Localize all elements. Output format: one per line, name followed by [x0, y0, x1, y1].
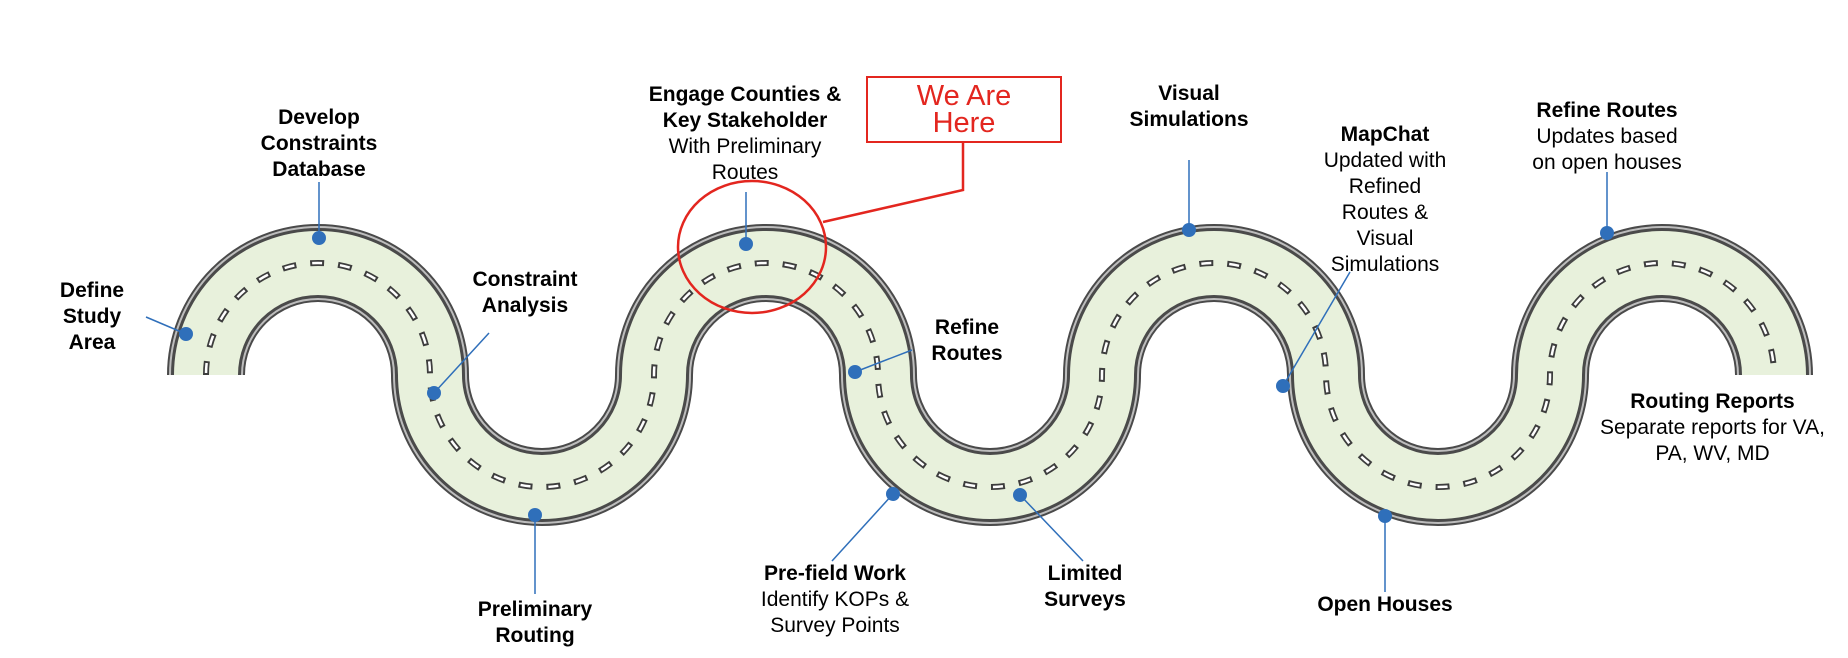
- label-open-houses: Open Houses: [1300, 592, 1470, 618]
- label-title: Engage Counties & Key Stakeholder: [648, 83, 842, 132]
- label-title: MapChat: [1340, 123, 1430, 146]
- label-title: Open Houses: [1317, 593, 1453, 616]
- marker-visual-simulations: [1182, 223, 1196, 237]
- marker-develop-constraints: [312, 231, 326, 245]
- leader-limited-surveys: [1019, 494, 1084, 562]
- leader-mapchat: [1282, 271, 1351, 387]
- label-desc: Separate reports for VA, PA, WV, MD: [1600, 416, 1825, 465]
- label-constraint-analysis: Constraint Analysis: [455, 267, 595, 319]
- label-title: Define Study Area: [59, 279, 125, 354]
- marker-limited-surveys: [1013, 488, 1027, 502]
- leader-define-study-area: [145, 316, 187, 335]
- leader-pre-field-work: [831, 493, 894, 562]
- label-title: Preliminary Routing: [477, 598, 593, 647]
- label-title: Refine Routes: [1536, 99, 1678, 122]
- label-desc: Updated with Refined Routes & Visual Sim…: [1323, 149, 1447, 276]
- label-desc: Identify KOPs & Survey Points: [760, 588, 910, 637]
- label-engage-counties: Engage Counties & Key Stakeholder With P…: [640, 82, 850, 186]
- label-title: Constraint Analysis: [472, 268, 578, 317]
- current-stage-circle: [676, 179, 828, 315]
- marker-refine-routes-2: [1600, 226, 1614, 240]
- marker-refine-routes-1: [848, 365, 862, 379]
- callout-pointer: [822, 143, 965, 224]
- label-refine-routes-2: Refine Routes Updates based on open hous…: [1512, 98, 1702, 176]
- label-limited-surveys: Limited Surveys: [1030, 561, 1140, 613]
- label-title: Develop Constraints Database: [260, 106, 378, 181]
- label-visual-simulations: Visual Simulations: [1114, 81, 1264, 133]
- marker-define-study-area: [179, 327, 193, 341]
- label-title: Routing Reports: [1630, 390, 1795, 413]
- label-desc: Updates based on open houses: [1532, 125, 1682, 174]
- label-title: Refine Routes: [931, 316, 1003, 365]
- road-centerline-outline: [203, 260, 1777, 490]
- label-preliminary-routing: Preliminary Routing: [465, 597, 605, 649]
- leader-constraint-analysis: [433, 332, 490, 394]
- label-refine-routes-1: Refine Routes: [912, 315, 1022, 367]
- marker-constraint-analysis: [427, 386, 441, 400]
- label-title: Pre-field Work: [764, 562, 906, 585]
- we-are-here-text: We Are Here: [916, 79, 1012, 139]
- we-are-here-callout: We Are Here: [866, 76, 1062, 143]
- label-define-study-area: Define Study Area: [52, 278, 132, 356]
- label-routing-reports: Routing Reports Separate reports for VA,…: [1585, 389, 1840, 467]
- marker-pre-field-work: [886, 487, 900, 501]
- marker-preliminary-routing: [528, 508, 542, 522]
- label-desc: With Preliminary Routes: [668, 135, 822, 184]
- label-title: Limited Surveys: [1044, 562, 1126, 611]
- leader-refine-routes-1: [854, 349, 913, 373]
- label-mapchat: MapChat Updated with Refined Routes & Vi…: [1310, 122, 1460, 278]
- marker-open-houses: [1378, 509, 1392, 523]
- label-pre-field-work: Pre-field Work Identify KOPs & Survey Po…: [730, 561, 940, 639]
- label-title: Visual Simulations: [1129, 82, 1249, 131]
- marker-mapchat: [1276, 379, 1290, 393]
- label-develop-constraints-database: Develop Constraints Database: [244, 105, 394, 183]
- marker-engage-counties: [739, 237, 753, 251]
